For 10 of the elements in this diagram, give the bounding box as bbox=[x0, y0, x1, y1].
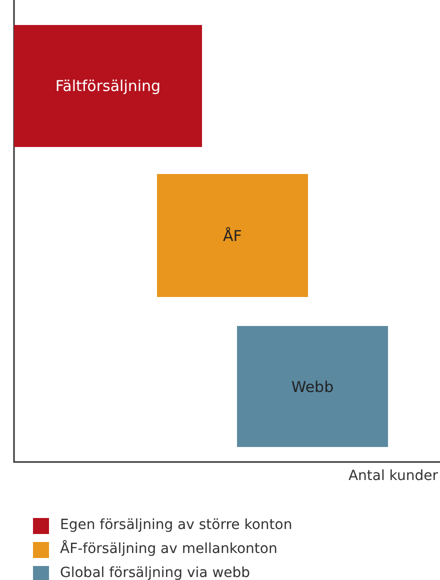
box-label: Webb bbox=[291, 378, 334, 396]
legend-label: Egen försäljning av större konton bbox=[60, 517, 292, 533]
segment-box bbox=[157, 174, 308, 297]
box-label: Fältförsäljning bbox=[55, 77, 161, 95]
axis-title: Antal kunder bbox=[348, 468, 438, 484]
legend-label: Global försäljning via webb bbox=[60, 565, 250, 580]
box-label: ÅF bbox=[223, 226, 242, 244]
segment-box bbox=[237, 326, 388, 447]
legend-label: ÅF-försäljning av mellankonton bbox=[60, 541, 278, 557]
segment-box bbox=[14, 25, 202, 147]
